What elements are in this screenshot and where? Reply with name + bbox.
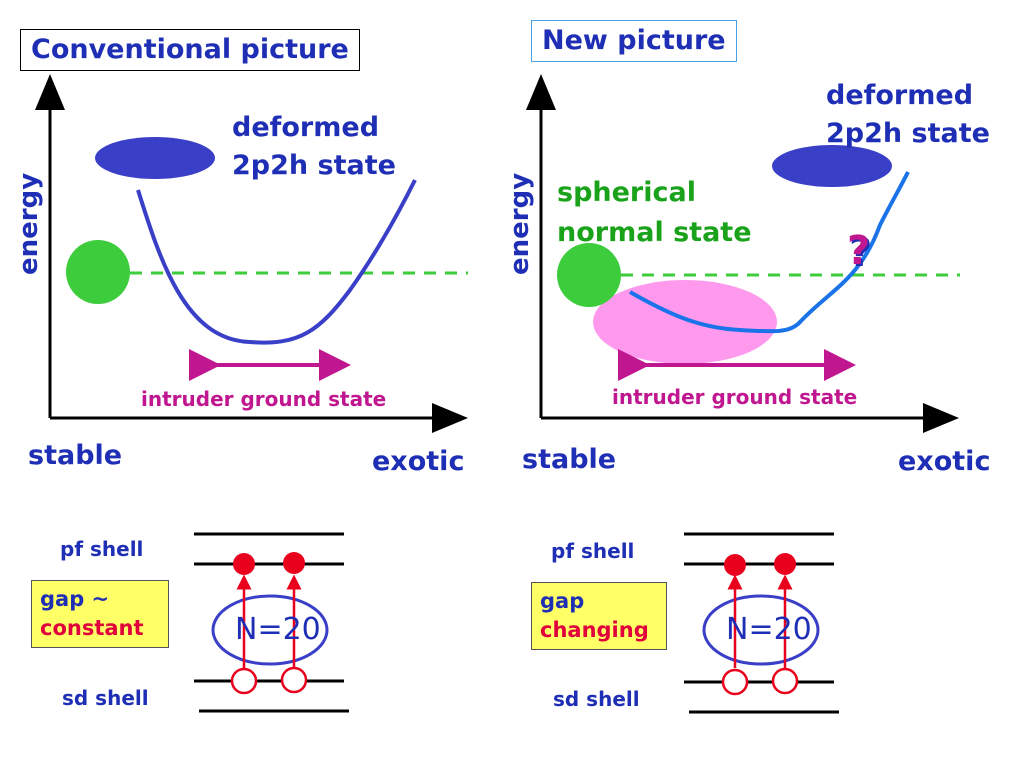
right-axes <box>526 74 959 433</box>
left-deformed-ellipse <box>95 137 215 179</box>
right-deformed-ellipse <box>772 145 892 187</box>
left-gap-line-2: constant <box>40 616 144 640</box>
right-deformed-label-1: deformed <box>826 80 974 111</box>
right-n20-label: N=20 <box>726 612 812 647</box>
left-shell-diagram <box>194 532 349 713</box>
left-intruder-label: intruder ground state <box>141 387 387 411</box>
left-sd-shell-label: sd shell <box>62 686 149 710</box>
left-gap-line-1: gap ~ <box>40 587 110 611</box>
left-deformed-label-1: deformed <box>232 112 380 143</box>
right-intruder-blob <box>593 280 777 364</box>
left-deformed-label-2: 2p2h state <box>232 150 396 181</box>
left-gap-box: gap ~ constant <box>31 580 169 648</box>
left-title: Conventional picture <box>20 29 360 71</box>
right-spherical-label-1: spherical <box>557 177 696 208</box>
right-x-exotic: exotic <box>898 446 991 477</box>
left-energy-curve <box>136 179 417 345</box>
right-intruder-label: intruder ground state <box>612 385 858 409</box>
right-gap-box: gap changing <box>531 582 667 650</box>
right-pf-shell-label: pf shell <box>551 539 635 563</box>
right-y-axis-label: energy <box>505 172 535 275</box>
left-x-exotic: exotic <box>372 446 465 477</box>
left-spherical-circle <box>66 240 130 304</box>
right-sd-shell-label: sd shell <box>553 687 640 711</box>
left-y-axis-label: energy <box>14 172 44 275</box>
right-gap-line-1: gap <box>540 589 585 613</box>
left-x-stable: stable <box>28 440 123 471</box>
left-pf-shell-label: pf shell <box>60 537 144 561</box>
right-question-mark: ? <box>847 228 871 274</box>
right-spherical-circle <box>557 243 621 307</box>
left-axes <box>35 74 468 433</box>
right-spherical-label-2: normal state <box>557 217 752 248</box>
right-x-stable: stable <box>522 444 617 475</box>
right-gap-line-2: changing <box>540 618 649 642</box>
right-deformed-label-2: 2p2h state <box>826 118 990 149</box>
right-title: New picture <box>531 20 737 62</box>
right-energy-curve <box>629 171 910 334</box>
left-n20-label: N=20 <box>235 612 321 647</box>
right-shell-diagram <box>684 532 839 714</box>
